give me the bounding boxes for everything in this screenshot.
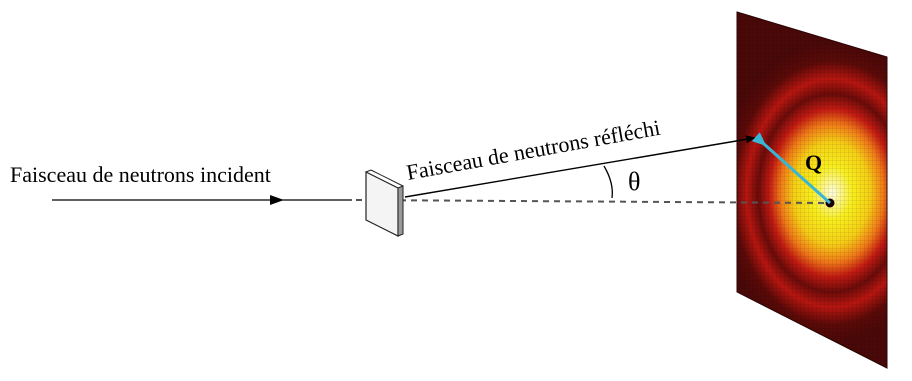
transmitted-dashed-line xyxy=(355,199,829,204)
incident-beam xyxy=(52,195,352,205)
q-vector-arrow xyxy=(751,132,831,205)
incident-arrowhead xyxy=(270,195,284,205)
q-label: Q xyxy=(805,150,822,175)
detector-screen xyxy=(736,11,888,369)
sample-plate xyxy=(365,169,404,237)
reflected-beam xyxy=(404,135,756,198)
reflected-beam-label: Faisceau de neutrons réfléchi xyxy=(404,115,662,185)
theta-label: θ xyxy=(628,167,640,196)
theta-arc xyxy=(603,165,613,199)
incident-beam-label: Faisceau de neutrons incident xyxy=(10,162,271,187)
